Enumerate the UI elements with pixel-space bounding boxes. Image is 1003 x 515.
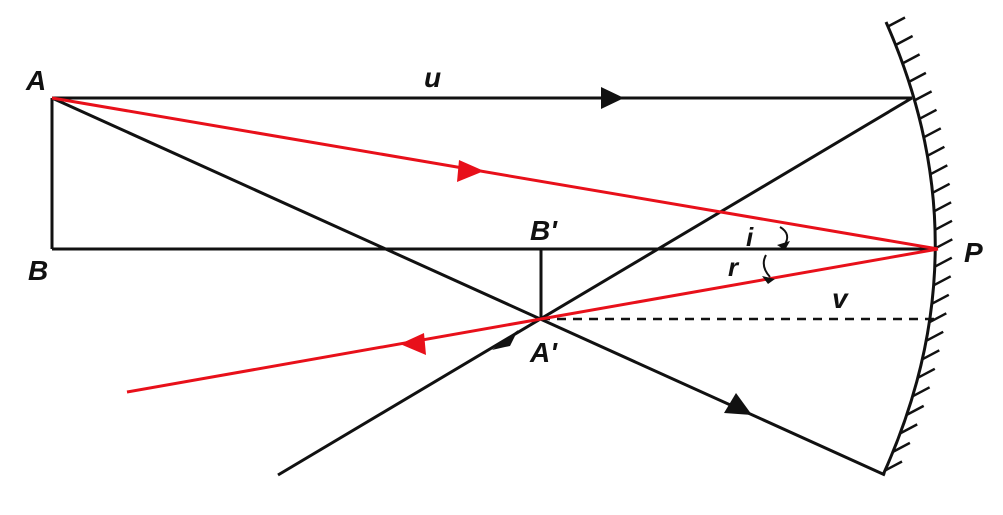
mirror-hatch-mark [917, 367, 936, 379]
ray-through-centre [51, 96, 886, 477]
reflected-ray-from-pole [126, 247, 939, 394]
mirror-hatch-mark [931, 293, 950, 305]
mirror-hatch-mark [899, 423, 918, 435]
reflected-ray-through-focus [277, 96, 913, 477]
mirror-hatch-mark [908, 71, 927, 84]
mirror-hatch-mark [929, 164, 948, 176]
angle-reflection-arrowhead [762, 276, 775, 284]
mirror-hatch-mark [925, 330, 944, 342]
label-r: r [728, 252, 740, 282]
mirror-hatch-mark [884, 460, 903, 472]
arrowhead-parallel-ray [601, 87, 624, 109]
mirror-hatch-mark [921, 349, 940, 361]
mirror-hatch-mark [934, 256, 953, 268]
label-B-prime: B' [530, 215, 558, 246]
mirror-hatch-mark [934, 219, 953, 231]
label-A-prime: A' [529, 337, 558, 368]
mirror-hatch-mark [934, 238, 953, 250]
label-A: A [25, 65, 46, 96]
mirror-hatch-mark [912, 386, 931, 398]
arrowhead-reflected-red-ray [400, 333, 426, 355]
mirror-hatch-mark [887, 16, 906, 28]
angle-reflection-arc [762, 254, 771, 278]
label-v: v [832, 283, 849, 314]
mirror-hatch-mark [918, 108, 938, 120]
mirror-hatch-mark [914, 90, 933, 102]
arrowhead-reflected-ray [492, 330, 518, 350]
mirror-hatch-mark [902, 53, 921, 65]
mirror-hatching [884, 16, 953, 472]
mirror-hatch-mark [892, 441, 911, 454]
incident-ray-to-pole [51, 96, 939, 251]
angle-incidence-arrowhead [777, 241, 790, 250]
label-P: P [964, 237, 983, 268]
mirror-hatch-mark [926, 145, 945, 157]
mirror-hatch-mark [933, 201, 952, 213]
arrowhead-centre-ray [724, 393, 752, 415]
mirror-hatch-mark [906, 404, 925, 417]
label-B: B [28, 255, 48, 286]
mirror-hatch-mark [923, 127, 942, 139]
mirror-hatch-mark [932, 182, 951, 194]
label-i: i [746, 222, 754, 252]
label-u: u [424, 62, 441, 93]
arrowhead-incident-ray [457, 160, 484, 182]
mirror-hatch-mark [933, 275, 952, 287]
mirror-hatch-mark [928, 312, 947, 324]
mirror-hatch-mark [895, 34, 914, 47]
